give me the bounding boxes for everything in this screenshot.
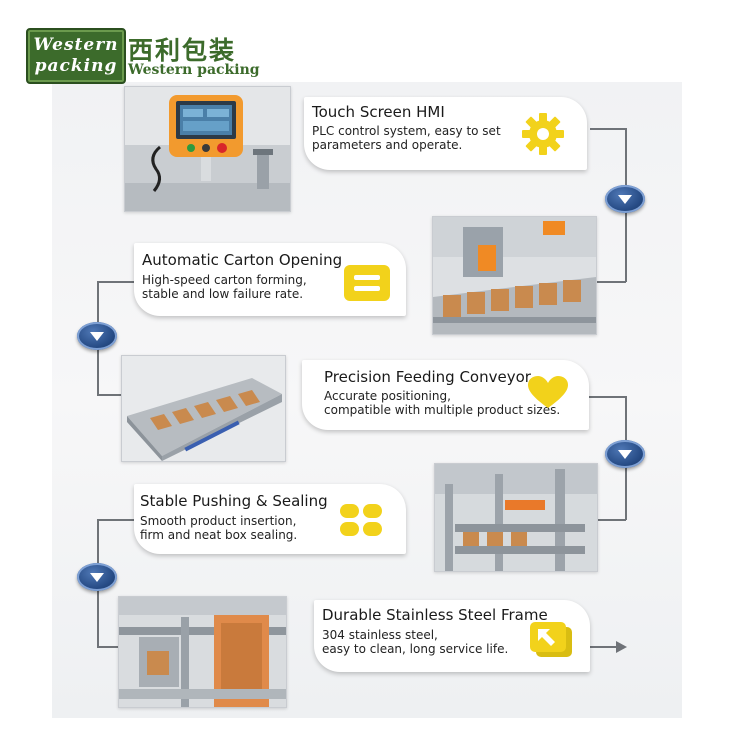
feature-card-automatic-carton-opening: Automatic Carton Opening High-speed cart… <box>134 243 406 316</box>
feature-title: Automatic Carton Opening <box>142 251 343 269</box>
connector-line <box>596 281 626 283</box>
brand-name-cn: 西利包装 <box>128 36 237 65</box>
connector-line <box>97 646 119 648</box>
connector-line <box>97 281 135 283</box>
feature-card-stable-pushing-sealing: Stable Pushing & Sealing Smooth product … <box>134 484 406 554</box>
feature-description: PLC control system, easy to set paramete… <box>312 124 501 152</box>
equal-bars-icon <box>344 265 390 301</box>
connector-line <box>97 394 122 396</box>
connector-line <box>590 128 626 130</box>
feature-card-touch-screen-hmi: Touch Screen HMI PLC control system, eas… <box>304 97 587 170</box>
feature-description: Accurate positioning, compatible with mu… <box>324 389 561 417</box>
photo-touch-screen-hmi <box>124 86 291 212</box>
flow-end-arrow-icon <box>616 641 627 653</box>
brand-logo: Western packing <box>26 28 126 84</box>
four-petal-icon <box>340 504 382 536</box>
feature-card-durable-stainless-steel-frame: Durable Stainless Steel Frame 304 stainl… <box>314 600 590 672</box>
arrow-square-icon <box>530 622 572 657</box>
flow-node-down <box>77 563 117 591</box>
feature-description: 304 stainless steel, easy to clean, long… <box>322 628 509 656</box>
feature-title: Durable Stainless Steel Frame <box>322 606 548 624</box>
connector-line <box>588 646 622 648</box>
gear-icon <box>522 113 564 155</box>
feature-card-precision-feeding-conveyor: Precision Feeding Conveyor Accurate posi… <box>302 360 589 430</box>
connector-line <box>97 519 135 521</box>
photo-stable-pushing-sealing <box>434 463 598 572</box>
heart-icon <box>528 376 568 408</box>
feature-title: Touch Screen HMI <box>312 103 445 121</box>
feature-title: Stable Pushing & Sealing <box>140 492 328 510</box>
feature-title: Precision Feeding Conveyor <box>324 368 531 386</box>
flow-node-down <box>77 322 117 350</box>
photo-precision-feeding-conveyor <box>121 355 286 462</box>
logo-line2: packing <box>34 56 118 76</box>
connector-line <box>586 396 626 398</box>
photo-automatic-carton-opening <box>432 216 597 335</box>
feature-description: High-speed carton forming, stable and lo… <box>142 273 307 301</box>
logo-line1: Western <box>33 35 119 55</box>
connector-line <box>596 519 626 521</box>
flow-node-down <box>605 185 645 213</box>
brand-name-en: Western packing <box>128 62 260 78</box>
photo-durable-stainless-steel-frame <box>118 596 287 708</box>
flow-node-down <box>605 440 645 468</box>
feature-description: Smooth product insertion, firm and neat … <box>140 514 298 542</box>
